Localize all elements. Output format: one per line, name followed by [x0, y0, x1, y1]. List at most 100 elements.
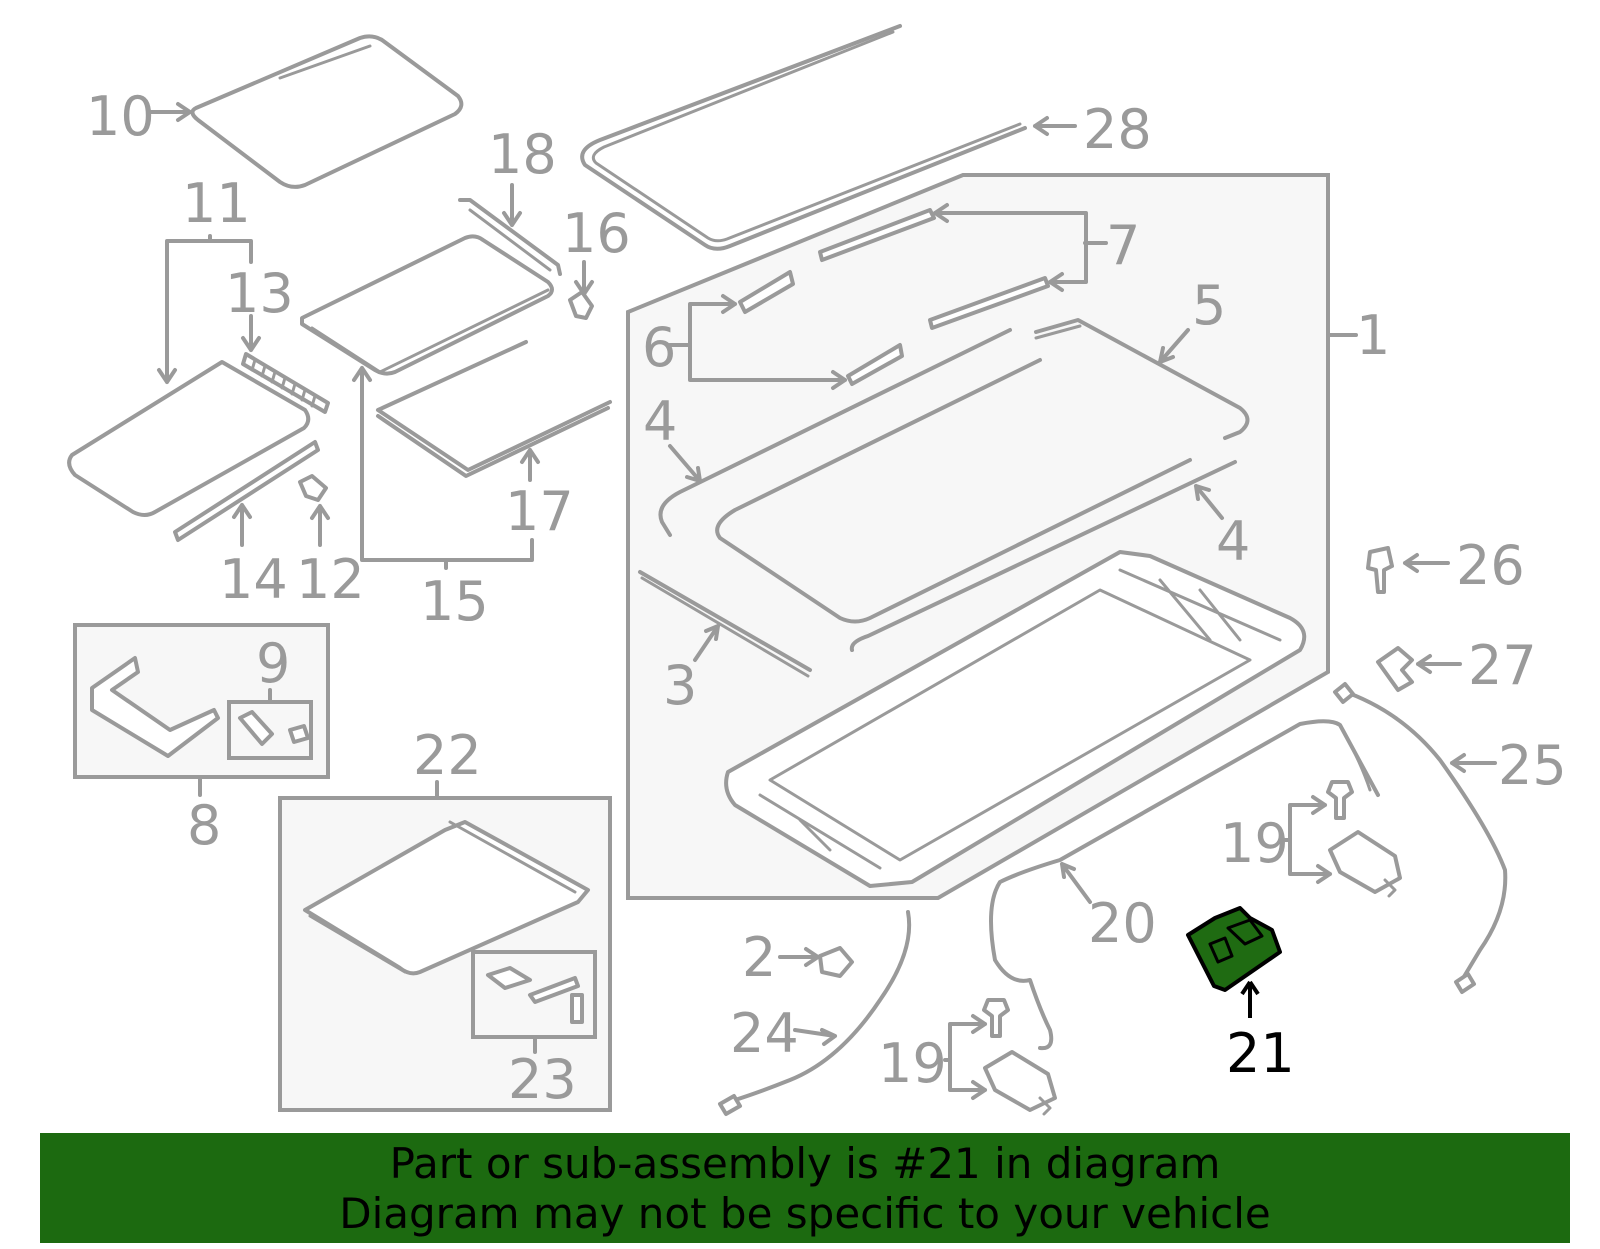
part-11-panel [67, 360, 311, 517]
label-28: 28 [1083, 98, 1152, 161]
label-27: 27 [1468, 634, 1537, 697]
label-25: 25 [1498, 734, 1567, 797]
part-4-inner-rail [715, 358, 1192, 624]
sunroof-frame [724, 550, 1307, 888]
bracket-11 [157, 234, 253, 384]
part-4-left-rail [658, 328, 1012, 537]
arrow-13 [241, 314, 261, 352]
arrow-19-upper [1283, 795, 1332, 884]
part-9-clip [238, 710, 310, 746]
part-4-right-rail [849, 460, 1237, 652]
label-6: 6 [642, 316, 676, 379]
part-28-seal [580, 24, 1027, 251]
part-7-upper [818, 208, 936, 262]
label-13: 13 [225, 262, 294, 325]
label-17: 17 [505, 480, 574, 543]
label-5: 5 [1192, 274, 1226, 337]
part-7-lower [928, 276, 1050, 330]
arrow-19-lower [943, 1014, 987, 1100]
part-19-lower-motor-end [1038, 1096, 1052, 1116]
arrow-26 [1403, 553, 1450, 573]
banner-line-1: Part or sub-assembly is #21 in diagram [389, 1139, 1221, 1188]
label-9: 9 [256, 632, 290, 695]
arrow-4a [668, 444, 702, 483]
label-21: 21 [1226, 1022, 1295, 1085]
part-22-shade-inner [308, 820, 577, 974]
part-23-pieces [486, 966, 584, 1024]
arrow-24 [793, 1028, 837, 1046]
arrow-16 [574, 260, 594, 296]
label-20: 20 [1088, 892, 1157, 955]
part-3-strip [638, 570, 812, 672]
label-19-lower: 19 [878, 1032, 947, 1095]
part-2-clip [818, 946, 854, 978]
part-24-hose [723, 910, 912, 1110]
arrow-3 [693, 624, 720, 662]
arrow-6 [668, 294, 847, 390]
label-16: 16 [562, 202, 631, 265]
part-16-pin [568, 290, 594, 320]
part-12-clip [298, 474, 328, 502]
arrow-20 [1060, 862, 1092, 904]
part-15-seal [376, 340, 612, 478]
part-18-strip-2 [468, 208, 552, 272]
arrow-7 [933, 203, 1108, 292]
arrow-10 [146, 102, 192, 122]
part-13-teeth [250, 358, 317, 408]
arrow-21 [1240, 980, 1260, 1018]
part-24-end [718, 1094, 742, 1116]
arrow-5 [1158, 328, 1190, 364]
label-10: 10 [86, 85, 155, 148]
sunroof-frame-detail [758, 568, 1282, 870]
label-7: 7 [1106, 214, 1140, 277]
part-21-module [1186, 906, 1282, 992]
part-19-upper-motor [1328, 830, 1402, 894]
part-14-strip [173, 440, 320, 542]
info-banner: Part or sub-assembly is #21 in diagram D… [40, 1133, 1570, 1243]
bracket-15 [352, 366, 534, 570]
part-28-seal-inner [591, 30, 1022, 243]
part-19-upper-bolt [1326, 780, 1354, 820]
label-11: 11 [182, 172, 251, 235]
label-19-upper: 19 [1220, 812, 1289, 875]
label-4b: 4 [1216, 510, 1250, 573]
part-18-strip [458, 198, 562, 276]
part-20-cable-2 [1338, 723, 1372, 792]
label-18: 18 [488, 123, 557, 186]
label-22: 22 [413, 724, 482, 787]
label-4a: 4 [643, 390, 677, 453]
label-1: 1 [1356, 304, 1390, 367]
part-25-end-top [1333, 682, 1355, 704]
part-10-glass-inner [278, 44, 372, 80]
part-6-upper [738, 270, 795, 314]
arrow-2 [778, 947, 820, 967]
label-12: 12 [296, 548, 365, 611]
arrow-27 [1416, 654, 1462, 674]
part-5-seal [1034, 318, 1250, 440]
part-21-module-detail [1208, 918, 1264, 964]
arrow-18 [502, 183, 522, 227]
arrow-12 [310, 504, 330, 547]
label-23: 23 [508, 1048, 577, 1111]
label-8: 8 [187, 794, 221, 857]
part-20-cable [989, 719, 1380, 1051]
part-25-end-bottom [1454, 972, 1476, 994]
label-26: 26 [1456, 534, 1525, 597]
arrow-14 [232, 503, 252, 547]
arrow-25 [1450, 753, 1497, 773]
part-3-strip-2 [640, 576, 810, 678]
part-19-lower-bolt [982, 998, 1010, 1038]
part-19-upper-motor-end [1383, 878, 1397, 898]
sunroof-frame-opening [768, 588, 1252, 862]
part-8-frame [90, 656, 220, 758]
label-3: 3 [663, 654, 697, 717]
part-25-hose [1338, 688, 1508, 982]
part-26-clip [1366, 546, 1394, 594]
arrow-28 [1033, 116, 1077, 136]
part-27-clip [1376, 646, 1414, 692]
label-15: 15 [420, 570, 489, 633]
part-15-panel [300, 234, 554, 376]
label-2: 2 [742, 926, 776, 989]
part-19-lower-motor [983, 1050, 1057, 1112]
